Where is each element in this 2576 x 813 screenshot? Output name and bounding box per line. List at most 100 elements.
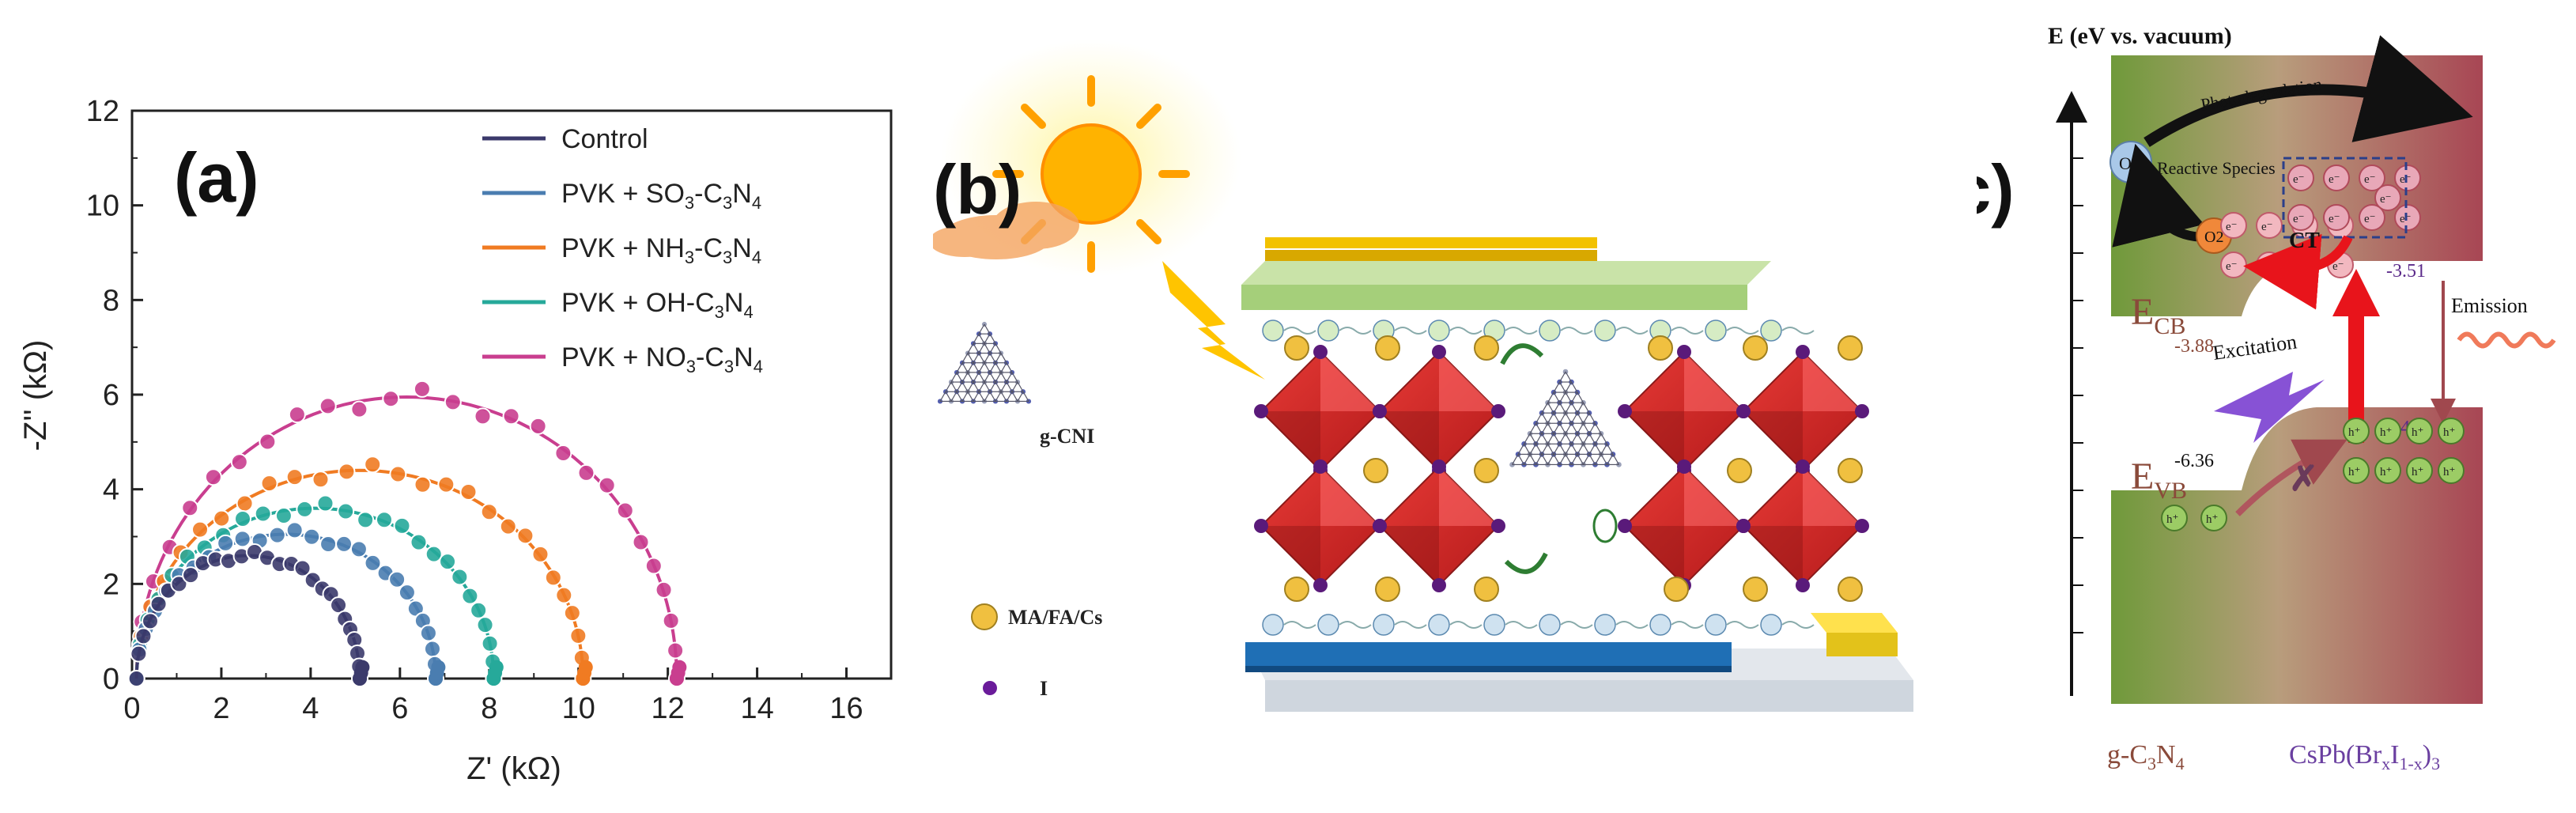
iodide-atom (1796, 459, 1810, 474)
data-point (598, 476, 616, 494)
label-iodide: I (1040, 677, 1048, 700)
panel-letter-c: (c) (1977, 150, 2015, 229)
svg-text:e⁻: e⁻ (2261, 260, 2273, 273)
iodide-atom (1373, 519, 1387, 533)
octahedron (1742, 465, 1864, 587)
data-point (459, 482, 478, 501)
cation-atom (1375, 335, 1400, 361)
octahedron (1260, 465, 1381, 587)
iodide-atom (1618, 404, 1632, 418)
label-left-material: g-C3N4 (2107, 740, 2185, 773)
electron-icon (2394, 204, 2421, 231)
data-point (233, 530, 251, 548)
data-point (389, 465, 407, 483)
svg-text:h⁺: h⁺ (2348, 426, 2360, 439)
y-axis-label: -Z'' (kΩ) (18, 340, 53, 452)
svg-text:e⁻: e⁻ (2329, 213, 2340, 225)
molecule (1760, 320, 1782, 342)
iodide-atom (1796, 578, 1810, 592)
iodide-atom (1736, 519, 1751, 533)
photodegradation-arrow (2144, 35, 2473, 147)
energy-band-diagram: E (eV vs. vacuum) Photodegradation O2 Re… (1929, 23, 2556, 773)
iodide-atom (1313, 345, 1328, 359)
data-point (414, 475, 432, 493)
svg-text:h⁺: h⁺ (2380, 466, 2392, 478)
label-right-material: CsPb(BrxI1-x)3 (2289, 740, 2440, 773)
excitation-lightning-icon (2214, 372, 2325, 443)
data-point (632, 533, 650, 551)
iodide-atom (1313, 459, 1328, 474)
iodide-atom (1254, 519, 1268, 533)
data-point (502, 407, 520, 425)
molecule (1539, 614, 1561, 636)
cation-atom (1284, 577, 1309, 602)
data-point (293, 559, 312, 577)
data-point (355, 660, 370, 675)
data-point (204, 468, 222, 486)
iodide-atom (1254, 404, 1268, 418)
x-tick-label: 10 (562, 692, 595, 725)
y-tick-label: 2 (103, 568, 119, 601)
electron-icon (2359, 164, 2385, 191)
panel-c-energy-diagram: E (eV vs. vacuum) Photodegradation O2 Re… (1929, 0, 2576, 809)
substrate (1245, 613, 1913, 712)
holes-perovskite: h⁺h⁺h⁺h⁺h⁺h⁺h⁺h⁺ (2343, 418, 2465, 484)
molecule (1428, 320, 1450, 342)
data-point (149, 595, 168, 613)
svg-text:e⁻: e⁻ (2226, 260, 2238, 273)
data-point (529, 417, 547, 435)
data-point (170, 575, 188, 593)
data-point (357, 511, 375, 529)
label-gcni: g-CNI (1040, 425, 1094, 448)
data-point (569, 626, 587, 645)
x-tick-label: 4 (302, 692, 319, 725)
data-point (437, 475, 455, 493)
label-reactive-species: Reactive Species (2157, 158, 2276, 178)
data-point (516, 527, 534, 545)
iodide-atom (1736, 404, 1751, 418)
molecule (1373, 614, 1395, 636)
data-point (444, 393, 462, 411)
x-tick-label: 6 (391, 692, 408, 725)
cation-atom (1284, 335, 1309, 361)
svg-text:h⁺: h⁺ (2166, 513, 2178, 526)
iodide-atom (1796, 345, 1810, 359)
data-point (423, 640, 441, 658)
energy-axis-ticks (2072, 157, 2083, 633)
iodide-atom (1855, 519, 1869, 533)
iodide-atom (1677, 345, 1691, 359)
data-point (319, 397, 337, 415)
data-point (130, 645, 148, 663)
data-point (127, 670, 145, 687)
energy-axis-title: E (eV vs. vacuum) (2048, 23, 2232, 49)
iodide-atom (1491, 404, 1505, 418)
octahedron (1742, 350, 1864, 472)
data-point (439, 553, 457, 571)
value-cb-perovskite: -3.51 (2386, 261, 2426, 282)
data-point (474, 407, 492, 425)
hole-transfer-arrow (2235, 439, 2347, 516)
data-point (230, 453, 248, 471)
hole-icon (2200, 505, 2227, 531)
cation-atom (1648, 335, 1673, 361)
octahedron (1623, 350, 1745, 472)
legend-label: PVK + NH3-C3N4 (561, 233, 761, 267)
hole-icon (2343, 418, 2370, 444)
data-point (259, 433, 277, 451)
y-tick-label: 4 (103, 474, 119, 507)
x-tick-label: 2 (213, 692, 229, 725)
data-point (303, 528, 321, 546)
data-point (285, 468, 304, 486)
data-point (349, 540, 368, 558)
molecule (1539, 320, 1561, 342)
data-point (213, 509, 231, 528)
data-point (431, 660, 446, 675)
hole-icon (2406, 418, 2433, 444)
iodide-atom (1677, 459, 1691, 474)
data-point (481, 634, 499, 652)
hole-icon (2374, 457, 2401, 484)
molecule (1262, 614, 1284, 636)
transport-layer-top (1262, 320, 1815, 342)
electron-icon (2394, 164, 2421, 191)
value-cb-gcn: -3.88 (2174, 336, 2214, 357)
